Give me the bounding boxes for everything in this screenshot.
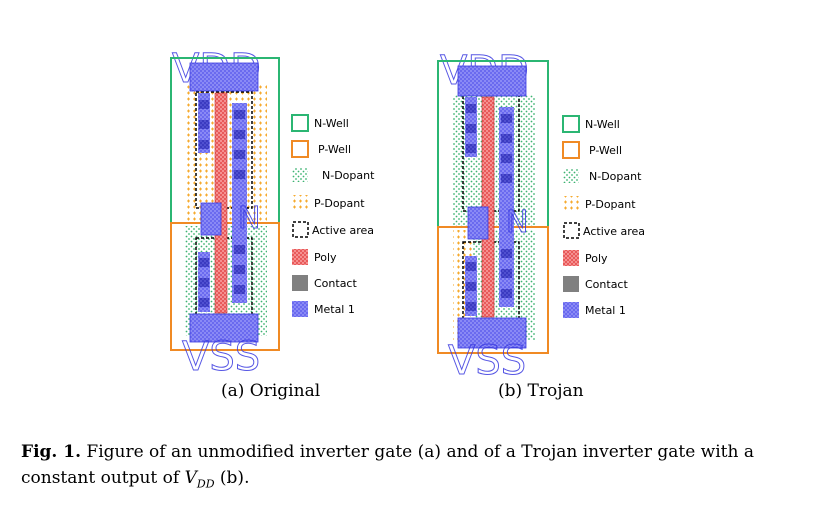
- legend-label: N-Well: [314, 117, 349, 130]
- vdd-rail: [457, 65, 527, 97]
- vss-label: VSS: [182, 334, 260, 380]
- legend-swatch-contact: [563, 276, 579, 292]
- legend-label: N-Well: [585, 118, 620, 131]
- vss-label: VSS: [448, 338, 526, 384]
- vdd-rail: [189, 62, 259, 92]
- caption-variable: V: [184, 468, 197, 488]
- legend-swatch-n-dopant: [292, 168, 308, 182]
- legend-label: Metal 1: [585, 304, 626, 317]
- caption-variable-subscript: DD: [196, 477, 215, 491]
- legend-original: N-Well P-Well N-Dopant P-Dopant Active a…: [291, 114, 375, 317]
- legend-swatch-poly: [292, 249, 308, 265]
- legend-trojan: N-Well P-Well N-Dopant P-Dopant Active a…: [562, 115, 645, 318]
- output-label: N: [506, 205, 528, 240]
- legend-swatch-p-well: [562, 141, 580, 159]
- legend-label: P-Dopant: [314, 197, 365, 210]
- legend-swatch-active-area: [292, 221, 309, 238]
- output-label: N: [238, 201, 260, 236]
- layout-original: VDD N: [170, 46, 280, 381]
- legend-swatch-metal-1: [292, 301, 308, 317]
- caption-text: Figure of an unmodified inverter gate (a…: [21, 442, 754, 488]
- vss-rail: [189, 313, 259, 343]
- legend-label: Metal 1: [314, 303, 355, 316]
- figure-caption: Fig. 1. Figure of an unmodified inverter…: [21, 439, 811, 497]
- legend-label: N-Dopant: [322, 169, 375, 182]
- legend-swatch-n-well: [562, 115, 580, 133]
- legend-label: Active area: [583, 225, 645, 238]
- legend-label: P-Dopant: [585, 198, 636, 211]
- legend-label: P-Well: [589, 144, 622, 157]
- subfigure-label-b: (b) Trojan: [498, 381, 584, 401]
- caption-text-end: (b).: [214, 468, 250, 488]
- legend-label: Active area: [312, 224, 374, 237]
- legend-swatch-p-dopant: [292, 195, 308, 209]
- vss-rail: [457, 317, 527, 349]
- caption-prefix: Fig. 1.: [21, 442, 81, 462]
- legend-label: N-Dopant: [589, 170, 642, 183]
- legend-label: Poly: [585, 252, 608, 265]
- legend-swatch-poly: [563, 250, 579, 266]
- legend-label: Contact: [585, 278, 628, 291]
- subfigure-label-a: (a) Original: [221, 381, 321, 401]
- legend-label: Contact: [314, 277, 357, 290]
- legend-swatch-active-area: [563, 222, 580, 239]
- layout-trojan: VDD N VSS: [437, 48, 549, 385]
- legend-swatch-n-dopant: [563, 169, 579, 183]
- legend-swatch-metal-1: [563, 302, 579, 318]
- legend-swatch-contact: [292, 275, 308, 291]
- figure-canvas: VDD N: [170, 46, 645, 385]
- legend-label: P-Well: [318, 143, 351, 156]
- legend-swatch-p-dopant: [563, 196, 579, 210]
- legend-swatch-n-well: [291, 114, 309, 132]
- legend-label: Poly: [314, 251, 337, 264]
- legend-swatch-p-well: [291, 140, 309, 158]
